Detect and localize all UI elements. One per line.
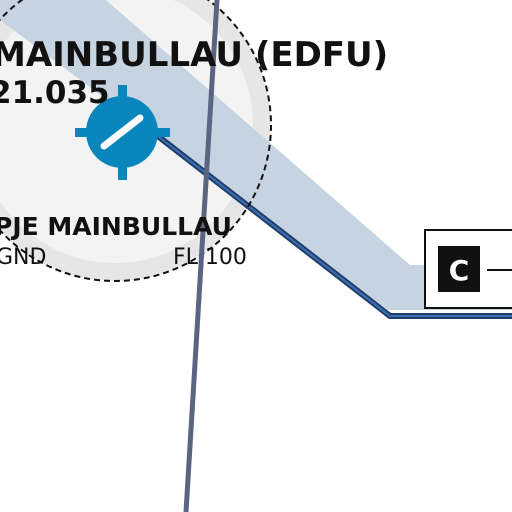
zone-name: PJE MAINBULLAU	[0, 212, 232, 241]
zone-upper-limit: FL 100	[173, 245, 247, 270]
airspace-class-badge[interactable]: C	[424, 229, 512, 309]
zone-lower-limit: GND	[0, 245, 46, 270]
route-line	[183, 0, 220, 512]
airport-frequency: 21.035	[0, 75, 110, 111]
airspace-corridor	[0, 0, 512, 310]
airport-icon[interactable]	[75, 85, 170, 180]
airspace-corridor-edge-inner	[149, 129, 512, 317]
airspace-class-label: C	[449, 254, 470, 287]
airport-name: MAINBULLAU (EDFU)	[0, 35, 388, 75]
zone-boundary	[0, 0, 272, 282]
